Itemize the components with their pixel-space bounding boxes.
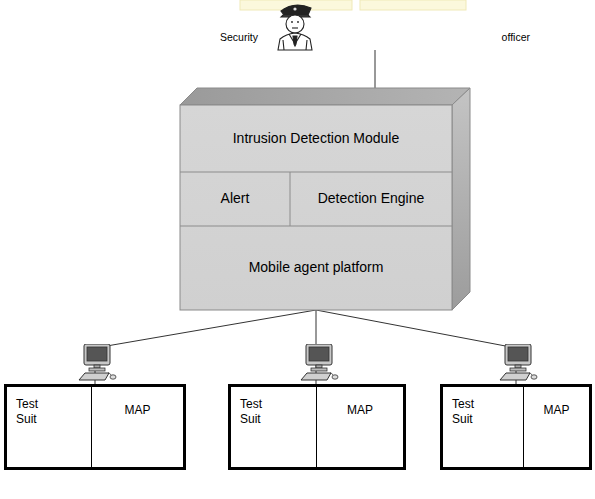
top-strip	[360, 0, 466, 10]
actor-name: officer	[502, 31, 530, 44]
test-suite-cell: Test Suit	[7, 387, 92, 467]
test-suite-cell: Test Suit	[443, 387, 524, 467]
block-top-face	[180, 88, 470, 105]
host-box: Test Suit MAP	[228, 384, 406, 470]
block-front-face	[180, 105, 452, 310]
module-band: Detection Engine	[290, 172, 452, 226]
module-band: Mobile agent platform	[180, 226, 452, 310]
box-label: Mobile agent platform	[249, 259, 384, 277]
box-label: MAP	[124, 403, 150, 418]
box-label: MAP	[543, 403, 569, 418]
box-label: Alert	[221, 190, 250, 208]
map-cell: MAP	[317, 387, 403, 467]
box-label: Test Suit	[16, 397, 38, 427]
module-band: Alert	[180, 172, 290, 226]
computer-icon	[500, 344, 537, 380]
module-band: Intrusion Detection Module	[180, 105, 452, 172]
connector-line	[316, 310, 516, 384]
map-cell: MAP	[92, 387, 183, 467]
computer-icon	[301, 344, 338, 380]
connector-line	[95, 310, 316, 384]
host-box: Test Suit MAP	[440, 384, 592, 470]
host-box: Test Suit MAP	[4, 384, 186, 470]
computer-icon	[79, 344, 116, 380]
map-cell: MAP	[524, 387, 589, 467]
band-divider	[180, 172, 452, 173]
officer-icon	[278, 5, 312, 50]
box-label: Test Suit	[240, 397, 262, 427]
box-label: MAP	[347, 403, 373, 418]
box-label: Test Suit	[452, 397, 474, 427]
test-suite-cell: Test Suit	[231, 387, 317, 467]
block-side-face	[452, 88, 470, 310]
box-label: Intrusion Detection Module	[233, 130, 400, 148]
actor-name: Security	[220, 31, 258, 44]
box-label: Detection Engine	[318, 190, 425, 208]
actor-label: Security officer	[220, 26, 530, 50]
band-divider	[180, 226, 452, 227]
band-divider	[290, 172, 291, 226]
